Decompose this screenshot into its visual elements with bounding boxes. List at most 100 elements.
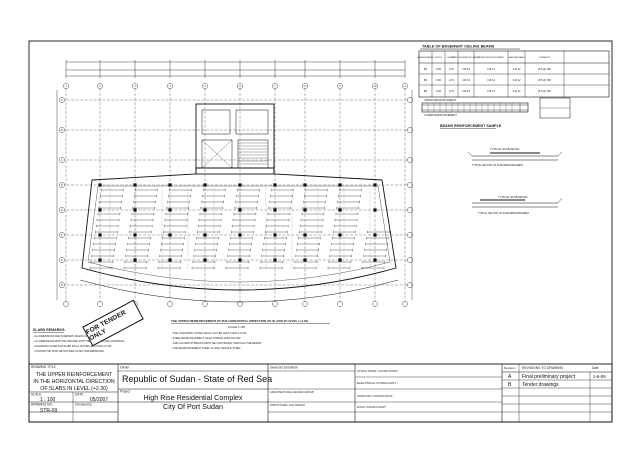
grid-bubble-label: 7 (274, 85, 276, 88)
column-marker (98, 208, 102, 212)
basement-table-header: BOTTOM REINFORCEMENT (451, 57, 481, 59)
column-marker (168, 208, 172, 212)
grid-bubble (59, 232, 65, 238)
grid-bubble (407, 182, 413, 188)
grid-bubble (402, 83, 408, 89)
column-marker (238, 183, 242, 187)
column-marker (238, 208, 242, 212)
grid-bubble (202, 301, 208, 307)
revision-date: 1-6-06 (593, 374, 606, 379)
slab-detail-1-caption: TYPICAL SECTION OF SLAB REINFORCEMENT (472, 164, 524, 167)
column-marker (203, 233, 207, 237)
grid-bubble (167, 83, 173, 89)
slab-detail-2-caption: TYPICAL SECTION OF SLAB REINFORCEMENT (478, 212, 530, 215)
basement-table-cell: Ø 8 @ 150 (538, 67, 551, 71)
column-marker (98, 233, 102, 237)
column-marker (338, 233, 342, 237)
grid-bubble (59, 182, 65, 188)
grid-bubble (97, 301, 103, 307)
date-header: Date (592, 366, 599, 370)
grid-bubble (59, 97, 65, 103)
column-marker (133, 233, 137, 237)
grid-bubble (59, 282, 65, 288)
drawing-number: STR-09 (40, 408, 58, 414)
basement-table-cell: 0.30 (436, 89, 442, 93)
grid-bubble (59, 257, 65, 263)
slab-detail-2: TYPICAL SLAB DETAIL TYPICAL SECTION OF S… (472, 195, 563, 215)
plan-note-line: - THE CONCRETE COVER SHALL NOT BE LESS T… (171, 331, 247, 335)
basement-table-cell: B3 (424, 89, 428, 93)
grid-bubble (59, 207, 65, 213)
column-marker (168, 258, 172, 262)
grid-bubble (337, 83, 343, 89)
basement-table-cell: 2 Ø 12 (513, 67, 521, 71)
plan-scale: SCALE 1:100 (228, 325, 245, 329)
column-marker (373, 258, 377, 262)
slab-remark-line: - CONCRETE COVER FOR SLABS SHALL NOT BE … (33, 345, 112, 348)
column-marker (338, 208, 342, 212)
project-label: Project (120, 390, 130, 394)
basement-table-cell: 0.70 (449, 89, 455, 93)
owner-name: Republic of Sudan - State of Red Sea (122, 374, 273, 384)
grid-bubble (63, 301, 69, 307)
grid-bubble-label: 10 (374, 85, 377, 88)
revisions-header: REVISIONS TO DRAWING (522, 366, 564, 370)
column-marker (133, 183, 137, 187)
grid-bubble (272, 301, 278, 307)
plan-notes: - THE CONCRETE COVER SHALL NOT BE LESS T… (171, 331, 262, 350)
grid-bubble (407, 127, 413, 133)
grid-bubble (59, 127, 65, 133)
basement-table-cell: 2 Ø 12 (513, 78, 521, 82)
grid-bubble (59, 157, 65, 163)
grid-bubble (402, 301, 408, 307)
column-marker (273, 233, 277, 237)
grid-bubble (407, 232, 413, 238)
title-block: DRAWING TITLE Owner General Consultant S… (28, 363, 613, 423)
grid-bubble-label: 3 (134, 85, 136, 88)
beam-lower-label: LOWER REINFORCEMENT (424, 113, 457, 117)
electrical-consultant: ELECTRICAL CONSULTANT : (357, 381, 398, 385)
column-marker (303, 208, 307, 212)
sanitary-consultant: SANITARY CONSULTANT : (357, 394, 394, 398)
grid-bubble (372, 83, 378, 89)
grid-bubble-label: G (61, 259, 63, 262)
basement-table-cell: Ø 8 @ 150 (538, 89, 551, 93)
basement-table-cell: 4 Ø 16 (462, 89, 470, 93)
basement-table-cell: 3 Ø 12 (487, 89, 495, 93)
grid-bubble (237, 83, 243, 89)
grid-bubble-label: E (61, 209, 63, 212)
plan-note-line: - THE COLUMN STIRRUPS MUST BE CONTINUED … (171, 341, 262, 345)
grid-bubble (407, 157, 413, 163)
slab-detail-1-title: TYPICAL SLAB DETAIL (490, 147, 520, 151)
grid-bubble-label: 2 (99, 85, 101, 88)
project-line-2: City Of Port Sudan (163, 402, 223, 411)
grid-bubble (202, 83, 208, 89)
basement-table-cell: 0.70 (449, 78, 455, 82)
arch-design-group: ARCHITECTURAL DESIGN GROUP (270, 390, 314, 394)
grid-bubble-label: B (61, 129, 63, 132)
basement-table-header: HANGER BARS (509, 56, 525, 59)
column-marker (303, 233, 307, 237)
grid-bubble (167, 301, 173, 307)
column-marker (338, 258, 342, 262)
slab-detail-1: TYPICAL SLAB DETAIL TYPICAL SECTION OF S… (467, 147, 563, 167)
drawing-title-label: DRAWING TITLE (31, 365, 56, 369)
grid-bubble (407, 97, 413, 103)
basement-table-cell: 4 Ø 16 (462, 78, 470, 82)
grid-bubble (63, 83, 69, 89)
basement-table-cell: B1 (424, 67, 428, 71)
slab-remarks-title: SLABS REMARKS: (33, 328, 66, 332)
column-marker (98, 258, 102, 262)
beam-reinforcement-sample: UPPER REINFORCEMENT LOWER REINFORCEMENT … (421, 97, 571, 129)
drawing-no-label: DRAWING NO. (31, 403, 53, 407)
column-marker (98, 183, 102, 187)
checked-label: Checked by (75, 403, 92, 407)
basement-table-cell: 0.30 (436, 78, 442, 82)
grid-bubble (372, 301, 378, 307)
grid-bubble (272, 83, 278, 89)
basement-table-cell: 0.30 (436, 67, 442, 71)
basement-table-cell: Ø 8 @ 150 (538, 78, 551, 82)
